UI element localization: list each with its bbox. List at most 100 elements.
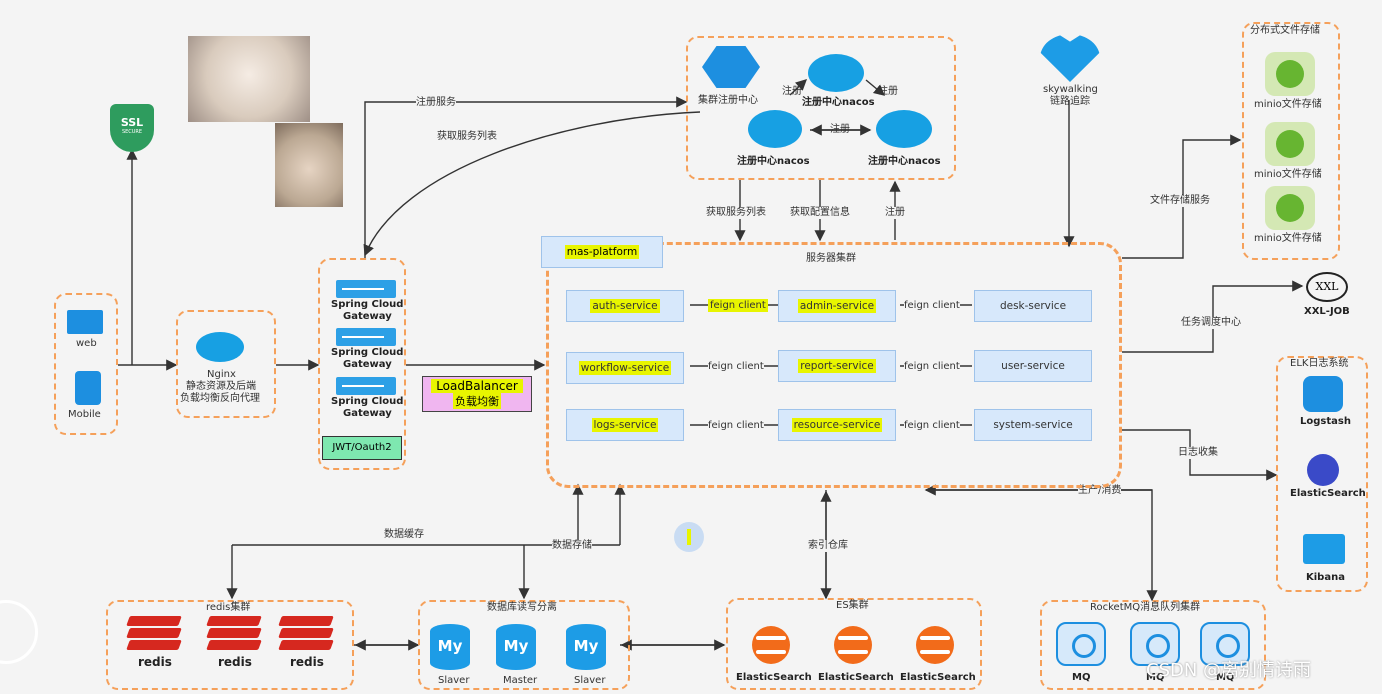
registry-center-label: 集群注册中心 xyxy=(698,95,758,106)
gateway-label-2b: Gateway xyxy=(343,359,392,370)
feign-label-5: feign client xyxy=(708,420,764,432)
gateway-label-1: Spring Cloud xyxy=(331,299,404,310)
logs-service-box: logs-service xyxy=(566,409,684,441)
loadbalancer-title: LoadBalancer xyxy=(431,379,523,393)
redis-label-3: redis xyxy=(290,655,324,669)
nginx-box xyxy=(176,310,276,418)
mysql-slave-label-1: Slaver xyxy=(438,675,470,686)
elk-box xyxy=(1276,356,1368,592)
mq-icon-2 xyxy=(1130,622,1180,666)
kibana-icon xyxy=(1303,534,1345,564)
mobile-icon xyxy=(75,371,101,405)
nacos-label-right: 注册中心nacos xyxy=(868,156,941,167)
minio-title: 分布式文件存储 xyxy=(1250,25,1320,36)
logstash-icon xyxy=(1303,376,1343,412)
nacos-box xyxy=(686,36,956,180)
cat-photo xyxy=(188,36,310,122)
xxl-logo-icon: XXL xyxy=(1306,272,1348,302)
platform-tag: mas-platform xyxy=(541,236,663,268)
gateway-label-1b: Gateway xyxy=(343,311,392,322)
auth-service-label: auth-service xyxy=(590,299,660,313)
gateway-server-icon-2 xyxy=(336,328,396,346)
logstash-label: Logstash xyxy=(1300,416,1351,427)
system-service-label: system-service xyxy=(993,419,1073,431)
edge-register-service: 注册服务 xyxy=(416,97,456,109)
edge-log-collect: 日志收集 xyxy=(1178,447,1218,459)
elk-title: ELK日志系统 xyxy=(1290,358,1349,369)
es-label-1: ElasticSearch xyxy=(736,672,812,683)
redis-icon-1 xyxy=(126,616,182,650)
nginx-line2: 负载均衡反向代理 xyxy=(180,393,260,404)
mq-icon-3 xyxy=(1200,622,1250,666)
service-cluster-box xyxy=(546,242,1122,488)
skywalking-name: skywalking xyxy=(1043,84,1098,95)
workflow-service-label: workflow-service xyxy=(578,361,672,375)
redis-box xyxy=(106,600,354,690)
web-label: web xyxy=(76,338,97,349)
mq-label-2: MQ xyxy=(1146,672,1165,683)
nacos-register-mid: 注册 xyxy=(830,124,850,135)
registry-hex-icon xyxy=(702,46,760,88)
logs-service-label: logs-service xyxy=(591,418,659,432)
minio-icon-2 xyxy=(1265,122,1315,166)
gateway-label-3: Spring Cloud xyxy=(331,396,404,407)
mysql-master-icon: My xyxy=(496,624,536,670)
workflow-service-box: workflow-service xyxy=(566,352,684,384)
minio-icon-1 xyxy=(1265,52,1315,96)
es-box xyxy=(726,598,982,690)
feign-label-3: feign client xyxy=(708,361,764,373)
redis-icon-2 xyxy=(206,616,262,650)
elasticsearch-elk-label: ElasticSearch xyxy=(1290,488,1366,499)
jwt-oauth-box: JWT/Oauth2 xyxy=(322,436,402,460)
edge-file-storage: 文件存储服务 xyxy=(1150,195,1210,207)
nacos-cloud-icon-top xyxy=(808,54,864,92)
mysql-slave-icon-1: My xyxy=(430,624,470,670)
edge-data-cache: 数据缓存 xyxy=(384,529,424,541)
edge-get-service-list: 获取服务列表 xyxy=(437,131,497,143)
nginx-line1: 静态资源及后端 xyxy=(186,381,256,392)
resource-service-box: resource-service xyxy=(778,409,896,441)
es-icon-3 xyxy=(916,626,954,664)
gateway-box xyxy=(318,258,406,470)
es-label-3: ElasticSearch xyxy=(900,672,976,683)
mysql-slave-label-2: Slaver xyxy=(574,675,606,686)
loadbalancer-box: LoadBalancer 负载均衡 xyxy=(422,376,532,412)
es-icon-1 xyxy=(752,626,790,664)
gateway-server-icon-1 xyxy=(336,280,396,298)
gateway-server-icon-3 xyxy=(336,377,396,395)
thumbs-up-photo xyxy=(275,123,343,207)
monitor-icon xyxy=(67,310,103,334)
auth-service-box: auth-service xyxy=(566,290,684,322)
nacos-label-top: 注册中心nacos xyxy=(802,97,875,108)
nacos-cloud-icon-right xyxy=(876,110,932,148)
feign-label-2: feign client xyxy=(904,300,960,312)
resource-service-label: resource-service xyxy=(791,418,883,432)
feign-label-6: feign client xyxy=(904,420,960,432)
edge-task-center: 任务调度中心 xyxy=(1181,317,1241,329)
desk-service-box: desk-service xyxy=(974,290,1092,322)
ssl-shield-icon: SSL SECURE xyxy=(110,104,154,152)
mobile-label: Mobile xyxy=(68,409,101,420)
kibana-label: Kibana xyxy=(1306,572,1345,583)
nginx-cloud-icon xyxy=(196,332,244,362)
minio-label-2: minio文件存储 xyxy=(1254,169,1322,180)
nginx-name: Nginx xyxy=(207,369,236,380)
ssl-label: SSL xyxy=(120,116,144,129)
platform-label: mas-platform xyxy=(564,245,640,259)
redis-label-1: redis xyxy=(138,655,172,669)
edge-data-store: 数据存储 xyxy=(552,540,592,552)
mq-label-3: MQ xyxy=(1216,672,1235,683)
minio-box xyxy=(1242,22,1340,260)
admin-service-label: admin-service xyxy=(797,299,877,313)
xxl-logo-text: XXL xyxy=(1315,280,1339,293)
feign-label-4: feign client xyxy=(904,361,960,373)
es-icon-2 xyxy=(834,626,872,664)
user-service-box: user-service xyxy=(974,350,1092,382)
nacos-register-right: 注册 xyxy=(878,86,898,97)
cursor-indicator-icon xyxy=(674,522,704,552)
ssl-sub-label: SECURE xyxy=(121,129,143,135)
redis-title: redis集群 xyxy=(206,602,251,613)
report-service-label: report-service xyxy=(798,359,876,373)
mysql-master-label: Master xyxy=(503,675,538,686)
